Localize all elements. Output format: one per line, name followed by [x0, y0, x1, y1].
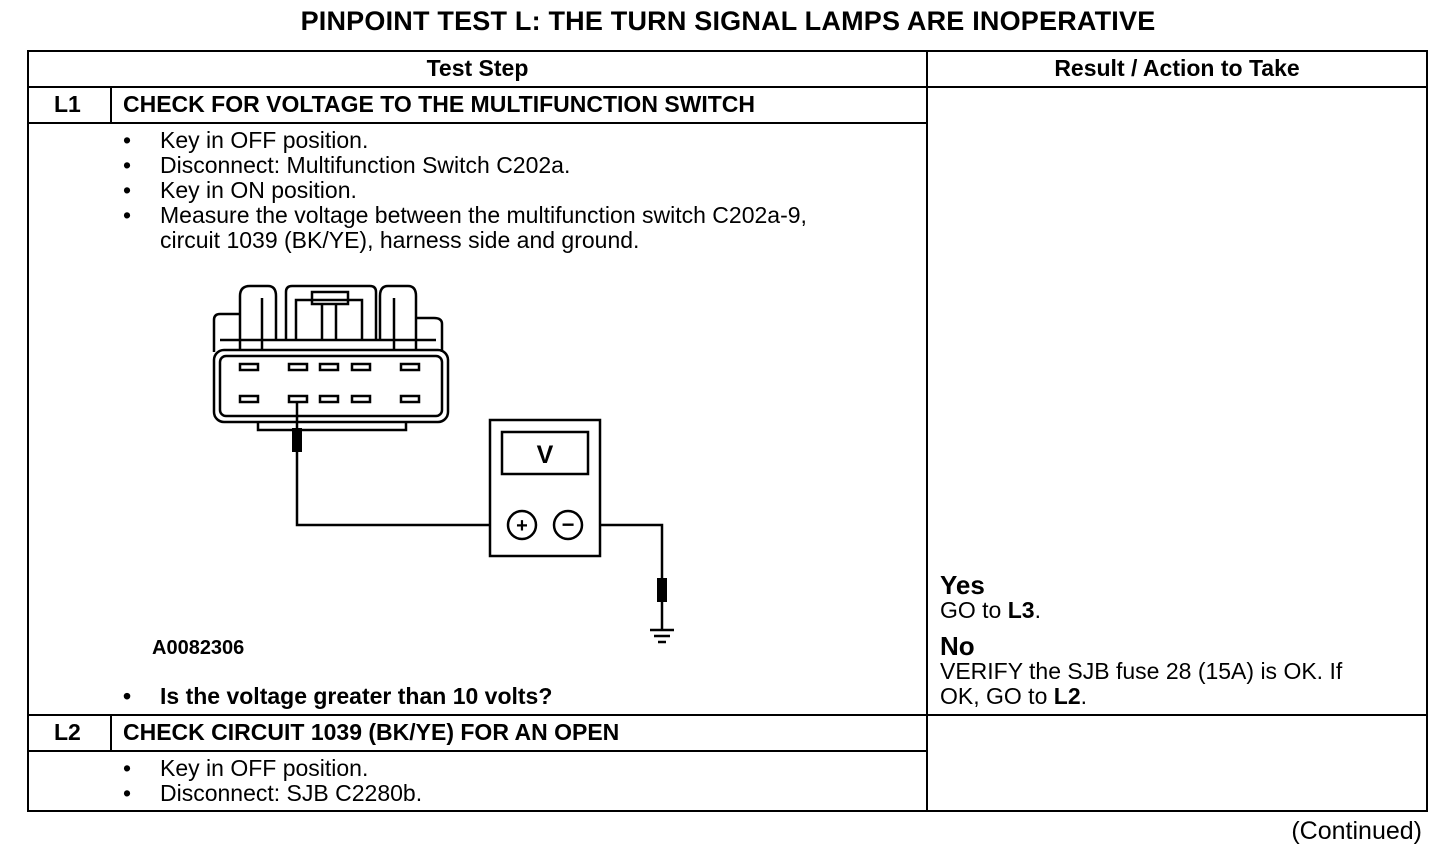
no-action-prefix: OK, GO to: [940, 683, 1054, 709]
step-heading-l2: CHECK CIRCUIT 1039 (BK/YE) FOR AN OPEN: [123, 719, 620, 745]
l1-instruction: Key in ON position.: [123, 178, 807, 204]
yes-action-suffix: .: [1034, 597, 1041, 623]
step-id-l1: L1: [54, 91, 81, 117]
l1-id-divider: [110, 86, 112, 123]
l1-result-yes: Yes GO to L3.: [940, 572, 1041, 623]
page-title: PINPOINT TEST L: THE TURN SIGNAL LAMPS A…: [300, 6, 1156, 36]
l2-instruction: Disconnect: SJB C2280b.: [123, 781, 422, 807]
yes-label: Yes: [940, 570, 985, 600]
header-row-divider: [27, 86, 1428, 88]
test-step-header: Test Step: [426, 55, 529, 81]
no-label: No: [940, 631, 975, 661]
step-heading-l1: CHECK FOR VOLTAGE TO THE MULTIFUNCTION S…: [123, 91, 756, 117]
step-id-l2: L2: [54, 719, 81, 745]
l2-heading-divider: [27, 750, 928, 752]
l2-id-divider: [110, 714, 112, 751]
no-action-suffix: .: [1080, 683, 1087, 709]
no-action-line1: VERIFY the SJB fuse 28 (15A) is OK. If: [940, 658, 1343, 684]
l1-result-no: No VERIFY the SJB fuse 28 (15A) is OK. I…: [940, 633, 1342, 709]
no-action-target: L2: [1053, 683, 1081, 709]
l1-heading-divider: [27, 122, 928, 124]
l2-instruction-list: Key in OFF position. Disconnect: SJB C22…: [123, 756, 422, 807]
pinpoint-test-table: [27, 50, 1428, 812]
column-divider: [926, 50, 928, 812]
l2-instruction: Key in OFF position.: [123, 756, 422, 782]
yes-action: GO to L3.: [940, 598, 1041, 623]
l1-l2-divider: [27, 714, 1428, 716]
continued-note: (Continued): [1291, 817, 1422, 845]
l1-instruction: Measure the voltage between the multifun…: [123, 203, 807, 229]
l1-instruction-continuation: circuit 1039 (BK/YE), harness side and g…: [160, 227, 640, 253]
no-action-line2: OK, GO to L2.: [940, 684, 1342, 709]
l1-instruction-list: Key in OFF position. Disconnect: Multifu…: [123, 128, 807, 229]
l1-question: Is the voltage greater than 10 volts?: [123, 684, 552, 710]
figure-id: A0082306: [152, 637, 245, 659]
yes-action-target: L3: [1007, 597, 1035, 623]
result-action-header: Result / Action to Take: [1054, 55, 1300, 81]
l1-question-list: Is the voltage greater than 10 volts?: [123, 684, 552, 710]
l1-instruction: Disconnect: Multifunction Switch C202a.: [123, 153, 807, 179]
l1-instruction: Key in OFF position.: [123, 128, 807, 154]
yes-action-prefix: GO to: [940, 597, 1008, 623]
